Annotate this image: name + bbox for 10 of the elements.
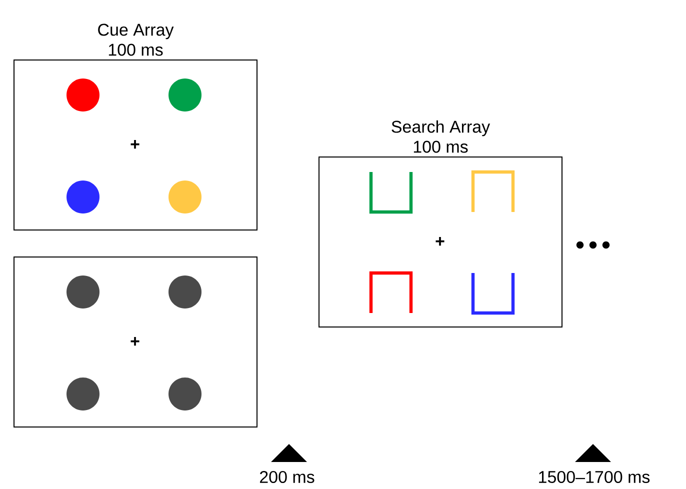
display-frame (14, 256, 258, 428)
node-label: Search Array (392, 120, 490, 136)
time-label: 200 ms (260, 470, 314, 484)
fixation-cross: + (130, 140, 140, 149)
time-label: 1500–1700 ms (539, 470, 650, 484)
node-label: Cue Array (98, 24, 174, 40)
node-label: 100 ms (414, 140, 468, 153)
fixation-cross: + (436, 237, 444, 246)
fixation-cross: + (130, 337, 140, 346)
node-label: 100 ms (108, 44, 163, 56)
